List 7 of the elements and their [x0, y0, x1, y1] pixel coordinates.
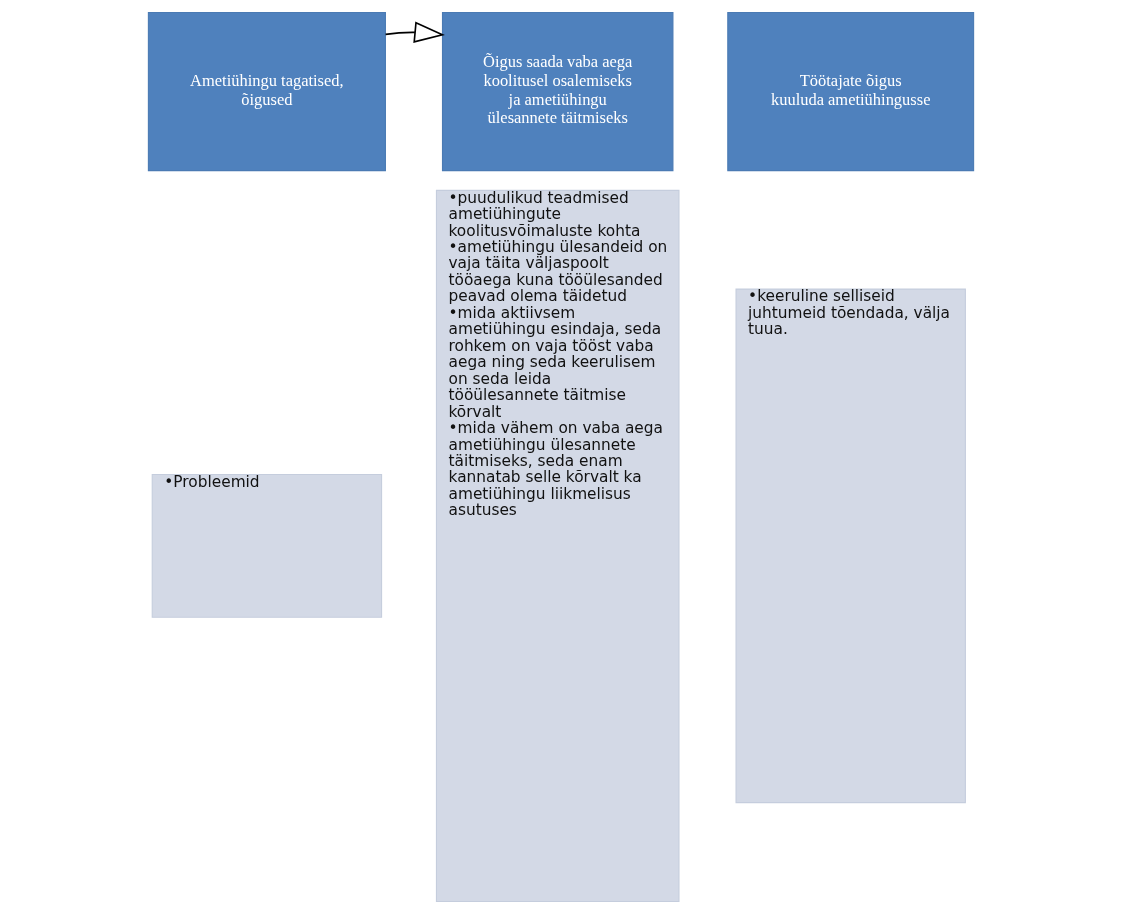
- node-box: Ametiühingu tagatised, õigused: [147, 12, 386, 172]
- node-box: •keeruline selliseid juhtumeid tõendada, välja tuua.: [735, 288, 966, 804]
- node-box: Töötajate õigus kuuluda ametiühingusse: [726, 12, 974, 172]
- node-box: Õigus saada vaba aega koolitusel osalemiseks ja ametiühingu ülesannete täitmiseks: [441, 12, 673, 172]
- arrow: [384, 21, 445, 43]
- node-box: •puudulikud teadmised ametiühingute koolitusvõimaluste kohta •ametiühingu ülesandeid on vaja täita väljaspoolt tööaega kuna tööülesanded peavad olema täidetud •mida aktiivsem ametiühingu esindaja, seda rohkem on vaja tööst vaba aega ning seda keerulisem on seda leida tööülesannete täitmise kõrvalt •mida vähem on vaba aega ametiühingu ülesannete täitmiseks, seda enam kannatab selle kõrvalt ka ametiühingu liikmelisus asutuses: [435, 189, 679, 902]
- node-box: •Probleemid: [151, 474, 382, 618]
